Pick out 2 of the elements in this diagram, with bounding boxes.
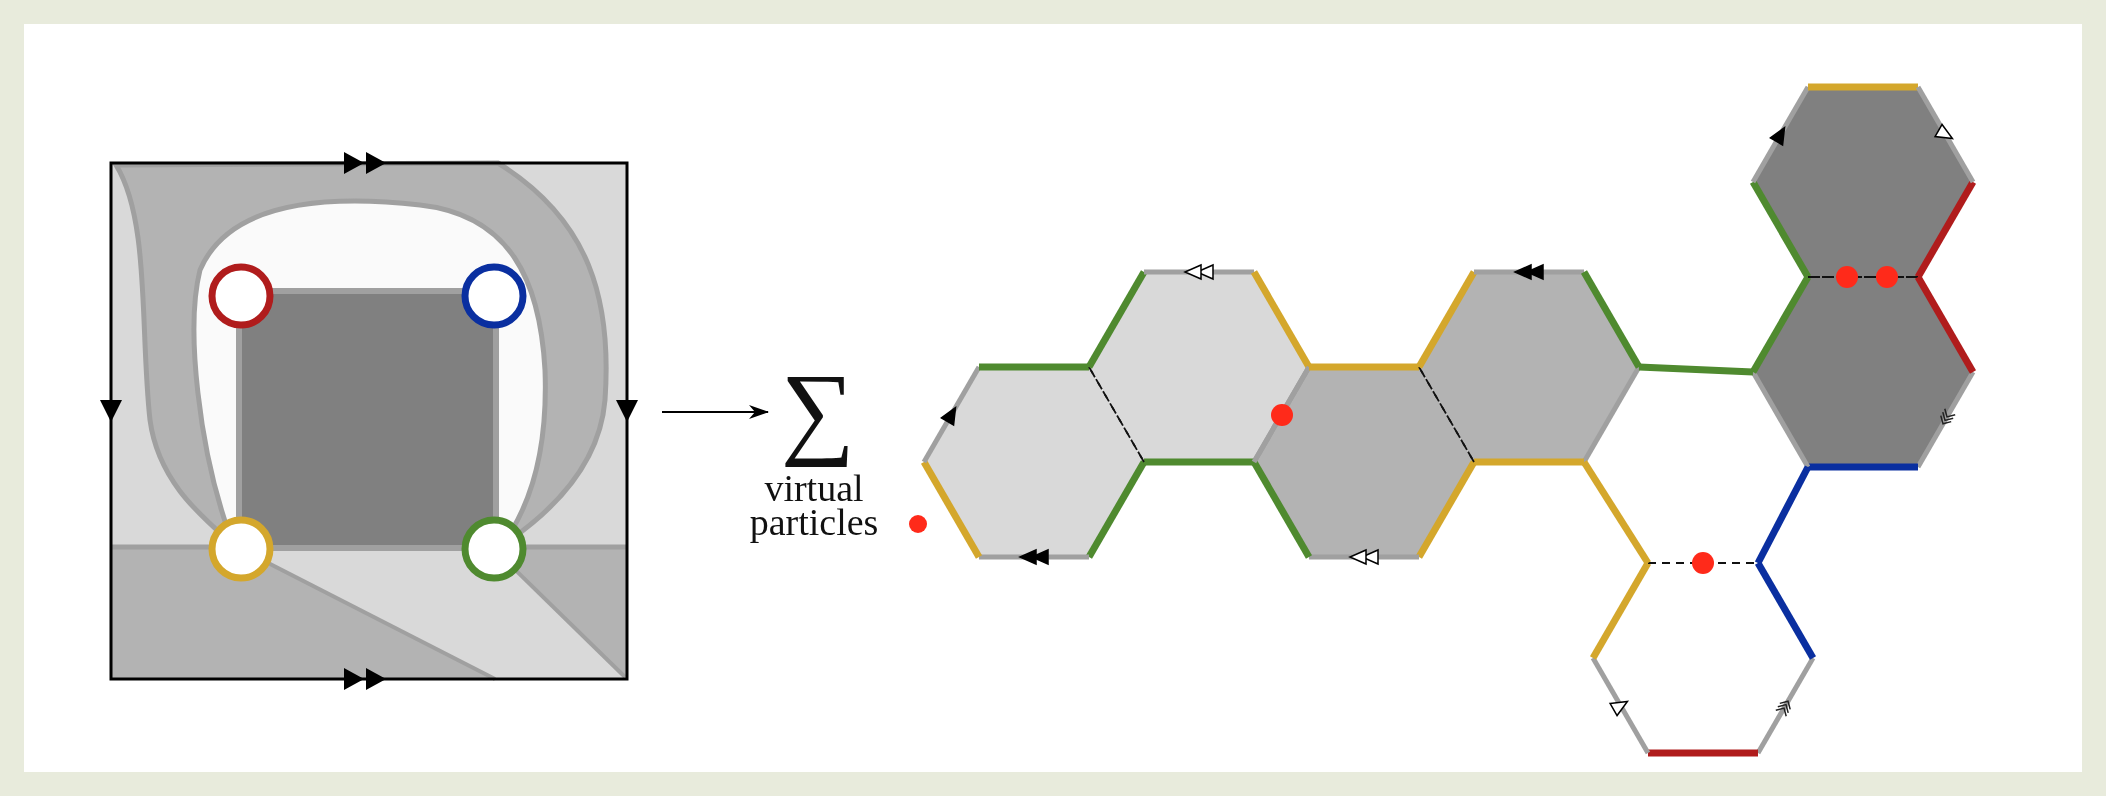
arrow [661, 405, 769, 419]
sum-symbol: ∑ [770, 355, 865, 465]
